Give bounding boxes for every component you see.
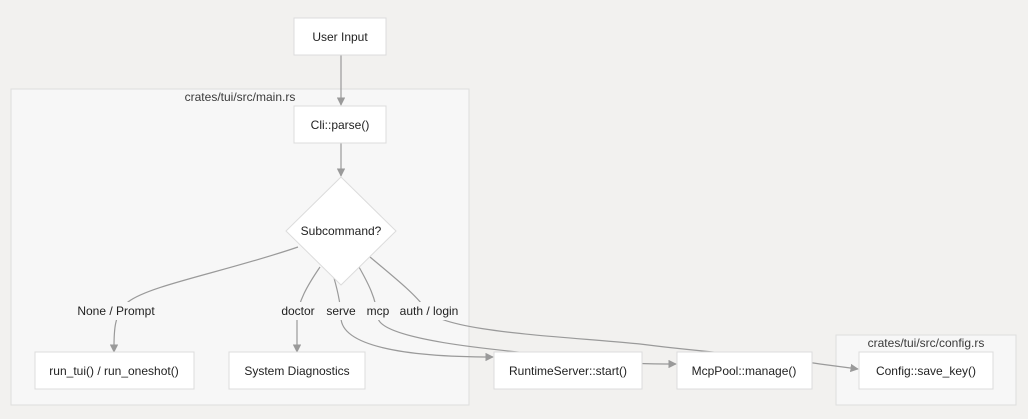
node-config-save-key: Config::save_key(): [858, 351, 994, 390]
node-mcp-pool: McpPool::manage(): [676, 351, 813, 390]
edge-serve: [333, 277, 494, 362]
svg-text:mcp: mcp: [367, 304, 390, 318]
svg-text:RuntimeServer::start(): RuntimeServer::start(): [509, 364, 627, 378]
node-run-tui: run_tui() / run_oneshot(): [34, 351, 195, 390]
svg-text:Config::save_key(): Config::save_key(): [876, 364, 976, 378]
node-system-diagnostics: System Diagnostics: [228, 351, 366, 390]
svg-text:User Input: User Input: [312, 30, 368, 44]
cluster-main-rs-label: crates/tui/src/main.rs: [185, 90, 296, 104]
cluster-config-rs-label: crates/tui/src/config.rs: [868, 336, 985, 350]
edge-label-none-prompt: None / Prompt: [74, 302, 158, 320]
node-subcommand-decision: Subcommand?: [285, 176, 397, 286]
svg-text:serve: serve: [326, 304, 356, 318]
svg-text:System Diagnostics: System Diagnostics: [244, 364, 349, 378]
svg-text:Cli::parse(): Cli::parse(): [311, 118, 370, 132]
svg-text:McpPool::manage(): McpPool::manage(): [692, 364, 797, 378]
edge-label-serve: serve: [324, 302, 358, 320]
edge-label-auth-login: auth / login: [398, 302, 460, 320]
svg-text:doctor: doctor: [281, 304, 314, 318]
node-runtime-server: RuntimeServer::start(): [493, 351, 643, 390]
node-cli-parse: Cli::parse(): [293, 105, 387, 144]
edge-label-doctor: doctor: [278, 302, 318, 320]
node-user-input: User Input: [293, 17, 387, 56]
svg-text:run_tui() / run_oneshot(): run_tui() / run_oneshot(): [49, 364, 178, 378]
edge-label-mcp: mcp: [364, 302, 392, 320]
edge-none-prompt: [109, 246, 299, 353]
svg-text:Subcommand?: Subcommand?: [301, 224, 382, 238]
svg-text:auth / login: auth / login: [400, 304, 459, 318]
svg-text:None / Prompt: None / Prompt: [77, 304, 155, 318]
